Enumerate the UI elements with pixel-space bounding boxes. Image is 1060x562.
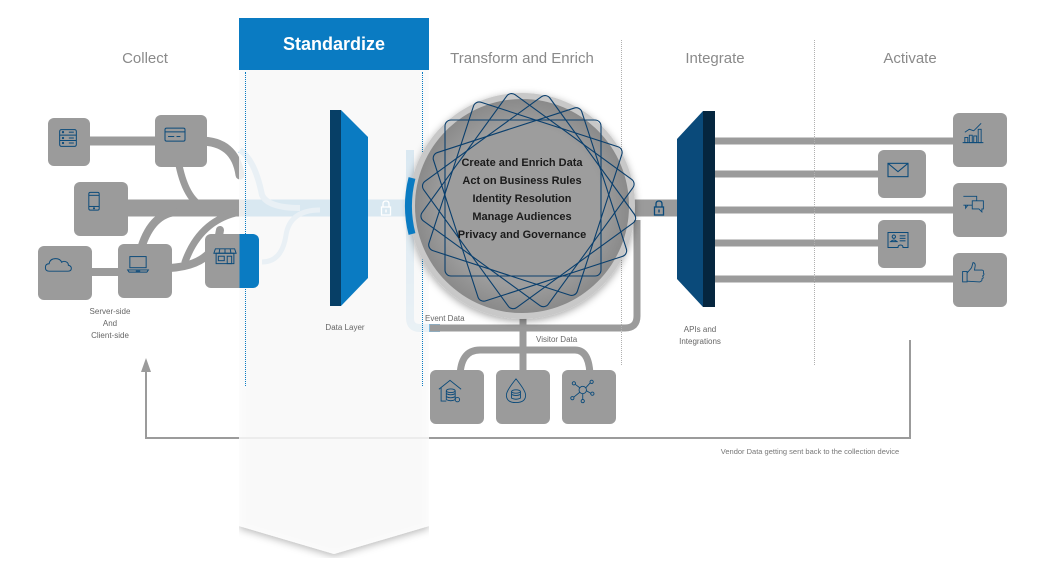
stage-title-standardize: Standardize xyxy=(239,18,429,70)
stage-title-integrate: Integrate xyxy=(685,50,745,67)
data-layer-prism xyxy=(330,110,368,306)
destination-email[interactable] xyxy=(878,150,926,198)
visitor-data-label: Visitor Data xyxy=(536,335,578,344)
stage-title-collect: Collect xyxy=(122,50,168,67)
credit-card-icon xyxy=(164,127,186,142)
source-payment[interactable] xyxy=(155,115,207,167)
capability-item: Privacy and Governance xyxy=(457,229,587,241)
store-network[interactable] xyxy=(562,370,616,424)
destination-analytics[interactable] xyxy=(953,113,1007,167)
cloud-icon xyxy=(44,258,72,272)
lock-icon xyxy=(653,200,665,216)
integrate-label-line: Integrations xyxy=(679,337,721,346)
data-warehouse-icon xyxy=(438,379,462,403)
capability-item: Act on Business Rules xyxy=(462,175,582,187)
caption-line: And xyxy=(102,319,118,328)
caption-line: Client-side xyxy=(91,331,129,340)
caption-line: Server-side xyxy=(89,307,131,316)
divider-integrate-activate xyxy=(814,40,815,365)
source-server[interactable] xyxy=(48,118,90,166)
stage-title-activate: Activate xyxy=(883,50,937,67)
data-lake-icon xyxy=(505,378,527,404)
source-cloud[interactable] xyxy=(38,246,92,300)
api-prism xyxy=(677,111,715,307)
storefront-icon xyxy=(213,248,237,265)
id-card-icon xyxy=(887,232,909,248)
capability-item: Identity Resolution xyxy=(472,193,572,205)
server-icon xyxy=(59,129,77,147)
event-data-label: Event Data xyxy=(425,314,465,323)
chat-bubbles-icon xyxy=(963,195,984,213)
network-hub-icon xyxy=(570,379,595,404)
feedback-arrow xyxy=(141,340,911,439)
capability-list: Create and Enrich Data Act on Business R… xyxy=(440,154,604,244)
capability-item: Create and Enrich Data xyxy=(461,157,583,169)
source-mobile[interactable] xyxy=(74,182,128,236)
enrichment-engine xyxy=(405,92,637,319)
source-store[interactable] xyxy=(205,234,259,288)
standardize-left-divider xyxy=(245,72,246,386)
laptop-icon xyxy=(126,256,150,273)
capability-item: Manage Audiences xyxy=(472,211,572,223)
analytics-chart-icon xyxy=(962,123,984,144)
feedback-label: Vendor Data getting sent back to the col… xyxy=(720,447,900,456)
store-warehouse[interactable] xyxy=(430,370,484,424)
spirograph-pattern xyxy=(420,92,637,310)
thumbs-up-icon xyxy=(962,262,985,283)
stage-title-transform: Transform and Enrich xyxy=(450,50,594,67)
collect-caption: Server-side And Client-side xyxy=(70,306,150,342)
integrate-label: APIs and Integrations xyxy=(660,324,740,348)
integrate-label-line: APIs and xyxy=(683,325,717,334)
store-lake[interactable] xyxy=(496,370,550,424)
destination-social[interactable] xyxy=(953,253,1007,307)
lock-icon xyxy=(380,200,392,216)
email-icon xyxy=(887,162,909,178)
destination-id-card[interactable] xyxy=(878,220,926,268)
destination-chat[interactable] xyxy=(953,183,1007,237)
activation-pipes xyxy=(715,137,960,283)
source-laptop[interactable] xyxy=(118,244,172,298)
mobile-phone-icon xyxy=(88,191,100,211)
data-layer-label: Data Layer xyxy=(325,323,365,332)
